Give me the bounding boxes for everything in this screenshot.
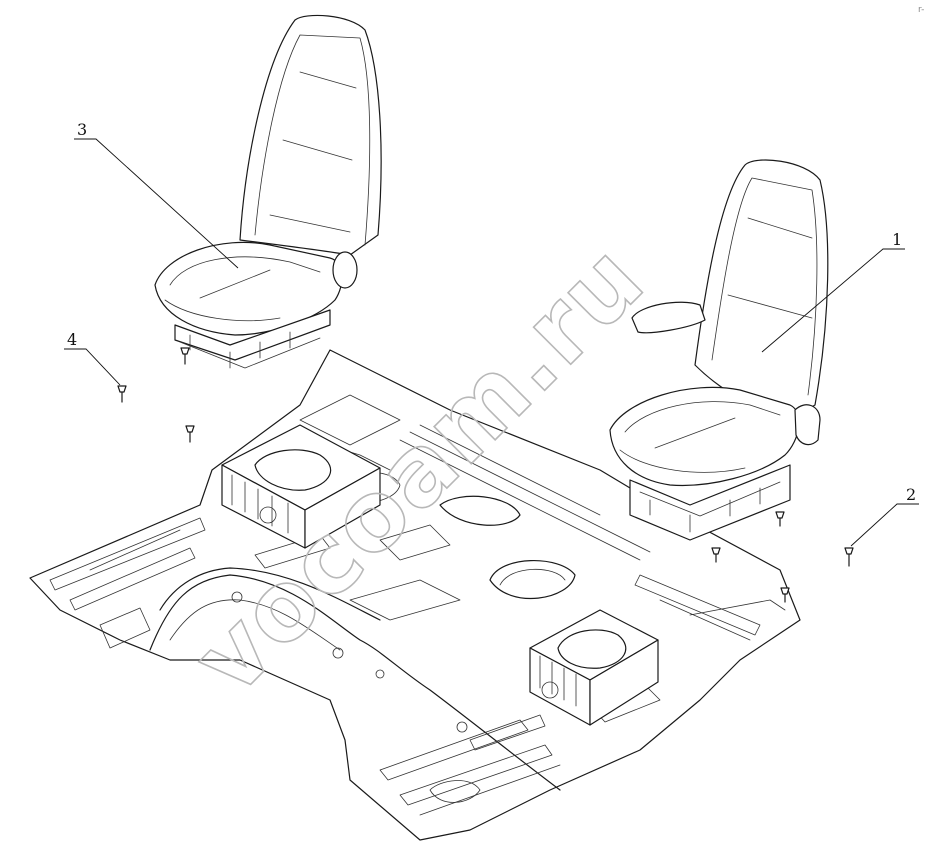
- bolt-4: [117, 385, 127, 403]
- bolt-left-mount: [180, 347, 195, 443]
- callout-1-label: 1: [892, 230, 902, 249]
- seat-3: [154, 14, 382, 369]
- seat-1: [609, 159, 829, 541]
- bolt-right-mount: [711, 511, 790, 603]
- right-seat-box: [529, 609, 659, 726]
- callout-4-label: 4: [67, 330, 77, 349]
- callout-2-label: 2: [906, 485, 916, 504]
- callout-2: 2: [850, 485, 919, 547]
- bolt-2: [844, 547, 854, 567]
- callout-1: 1: [761, 230, 905, 353]
- corner-mark: r-: [918, 5, 924, 15]
- left-seat-box: [221, 424, 381, 549]
- callout-4: 4: [64, 330, 121, 386]
- callout-3: 3: [74, 120, 239, 269]
- callout-3-label: 3: [77, 120, 87, 139]
